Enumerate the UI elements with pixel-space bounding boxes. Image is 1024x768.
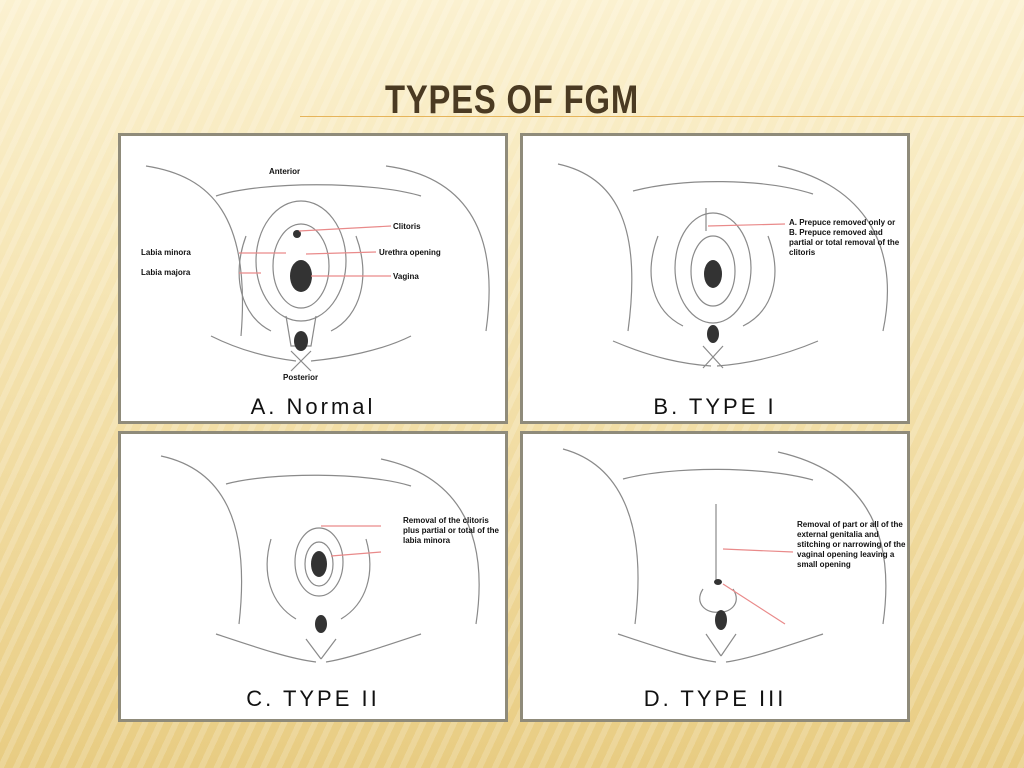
panel-type-3: Removal of part or all of the external g… bbox=[520, 431, 910, 722]
note-type-2: Removal of the clitoris plus partial or … bbox=[403, 516, 500, 545]
diagram-type-1 bbox=[557, 163, 888, 369]
slide-title: TYPES OF FGM bbox=[384, 78, 640, 122]
caption-normal: A. Normal bbox=[250, 394, 376, 419]
label-clitoris: Clitoris bbox=[393, 222, 421, 231]
label-posterior: Posterior bbox=[283, 373, 319, 382]
caption-type-2: C. TYPE II bbox=[246, 686, 380, 711]
diagram-type-3 bbox=[562, 448, 887, 663]
panel-normal: Anterior Clitoris Urethra opening Vagina… bbox=[118, 133, 508, 424]
caption-type-1: B. TYPE I bbox=[653, 394, 777, 419]
note-type-3: Removal of part or all of the external g… bbox=[797, 520, 906, 569]
label-urethra: Urethra opening bbox=[379, 248, 441, 257]
diagram-type-2 bbox=[160, 455, 480, 663]
label-labia-minora: Labia minora bbox=[141, 248, 191, 257]
diagram-normal bbox=[145, 165, 490, 372]
title-rule bbox=[300, 116, 1024, 117]
label-vagina: Vagina bbox=[393, 272, 419, 281]
panel-type-2: Removal of the clitoris plus partial or … bbox=[118, 431, 508, 722]
label-anterior: Anterior bbox=[269, 167, 301, 176]
panel-type-1: A. Prepuce removed only or B. Prepuce re… bbox=[520, 133, 910, 424]
note-type-1: A. Prepuce removed only or B. Prepuce re… bbox=[789, 218, 900, 257]
caption-type-3: D. TYPE III bbox=[643, 686, 787, 711]
label-labia-majora: Labia majora bbox=[141, 268, 191, 277]
